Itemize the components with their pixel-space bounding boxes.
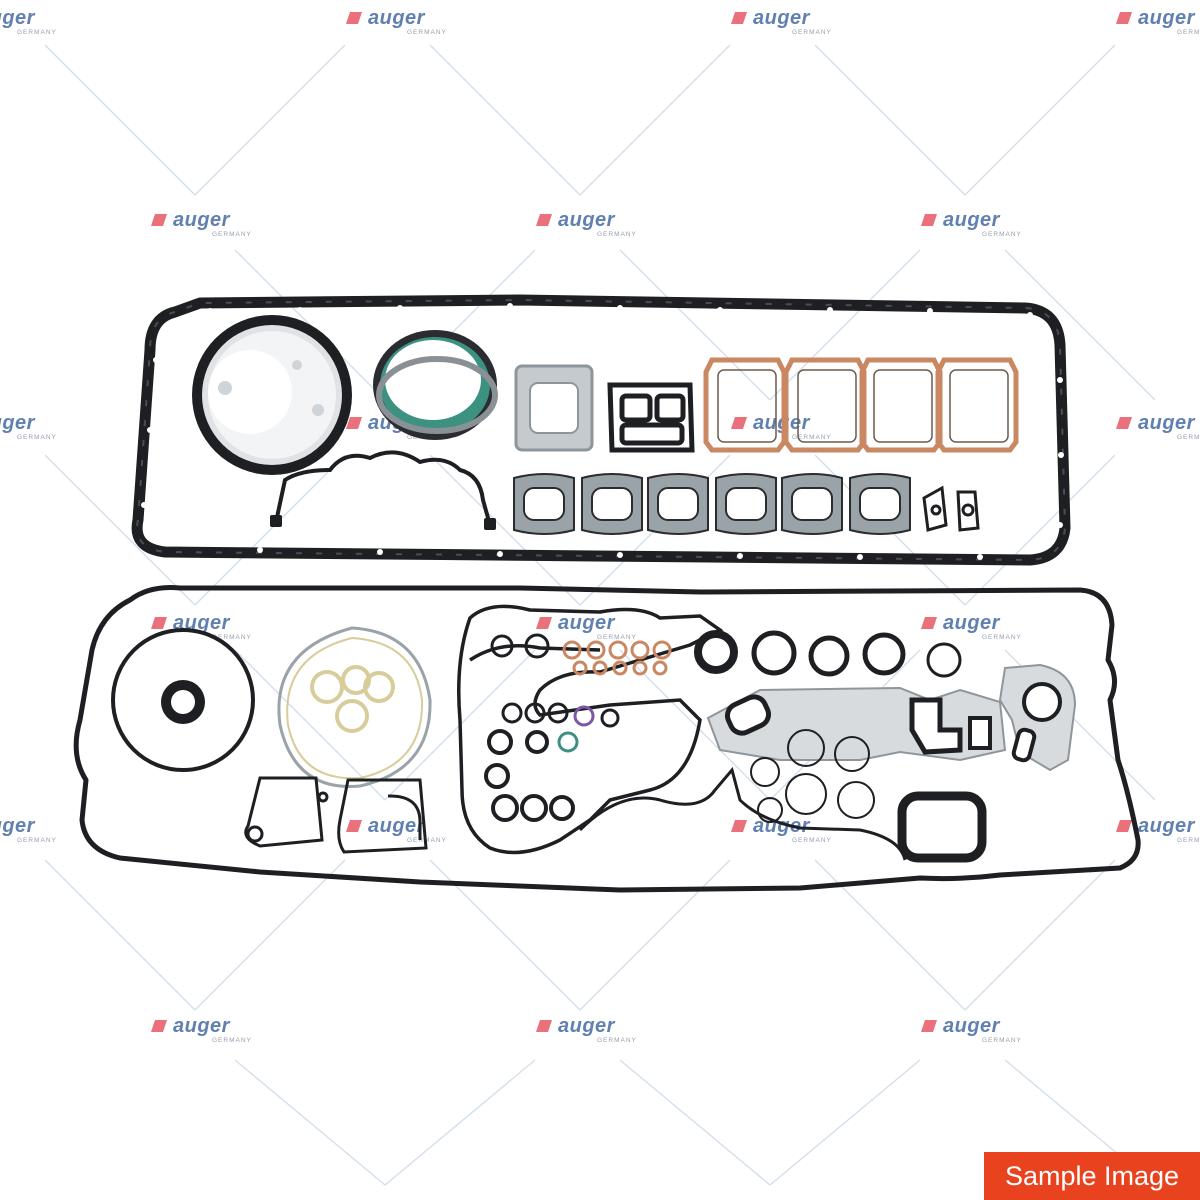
- egr-gasket: [607, 382, 695, 453]
- small-flange-gaskets: [922, 485, 980, 532]
- turbo-gasket: [514, 364, 594, 452]
- steel-ring-gasket: [277, 626, 432, 788]
- wire-gasket-end: [270, 515, 282, 527]
- oil-pan-gasket: [73, 585, 1141, 893]
- wire-gasket-end: [484, 518, 496, 530]
- rear-crankshaft-seal: [192, 315, 352, 475]
- watermark-lines: [44, 44, 1156, 1186]
- rectangular-seal: [897, 791, 987, 863]
- timing-wire-gasket: [578, 766, 907, 861]
- seal-rings-right: [694, 630, 962, 678]
- valve-cover-gasket: [131, 294, 1071, 566]
- timing-case-gasket: [457, 604, 724, 855]
- water-pump-gasket: [998, 663, 1077, 772]
- thin-o-rings: [750, 729, 875, 823]
- o-ring-set: [484, 702, 620, 822]
- cylinder-head-gaskets: [703, 357, 1019, 453]
- wire-gasket: [274, 450, 492, 526]
- front-crankshaft-seal: [373, 330, 498, 440]
- cylinder-head-gasket-outlines: [717, 369, 1009, 443]
- oil-cooler-gasket: [706, 686, 1007, 762]
- oil-filter-gaskets: [244, 776, 428, 854]
- sample-image-badge: Sample Image: [984, 1152, 1200, 1200]
- exhaust-manifold-gaskets: [513, 473, 911, 535]
- copper-washers: [562, 640, 672, 676]
- timing-cover-seal: [111, 628, 255, 772]
- small-o-rings-top: [490, 633, 550, 659]
